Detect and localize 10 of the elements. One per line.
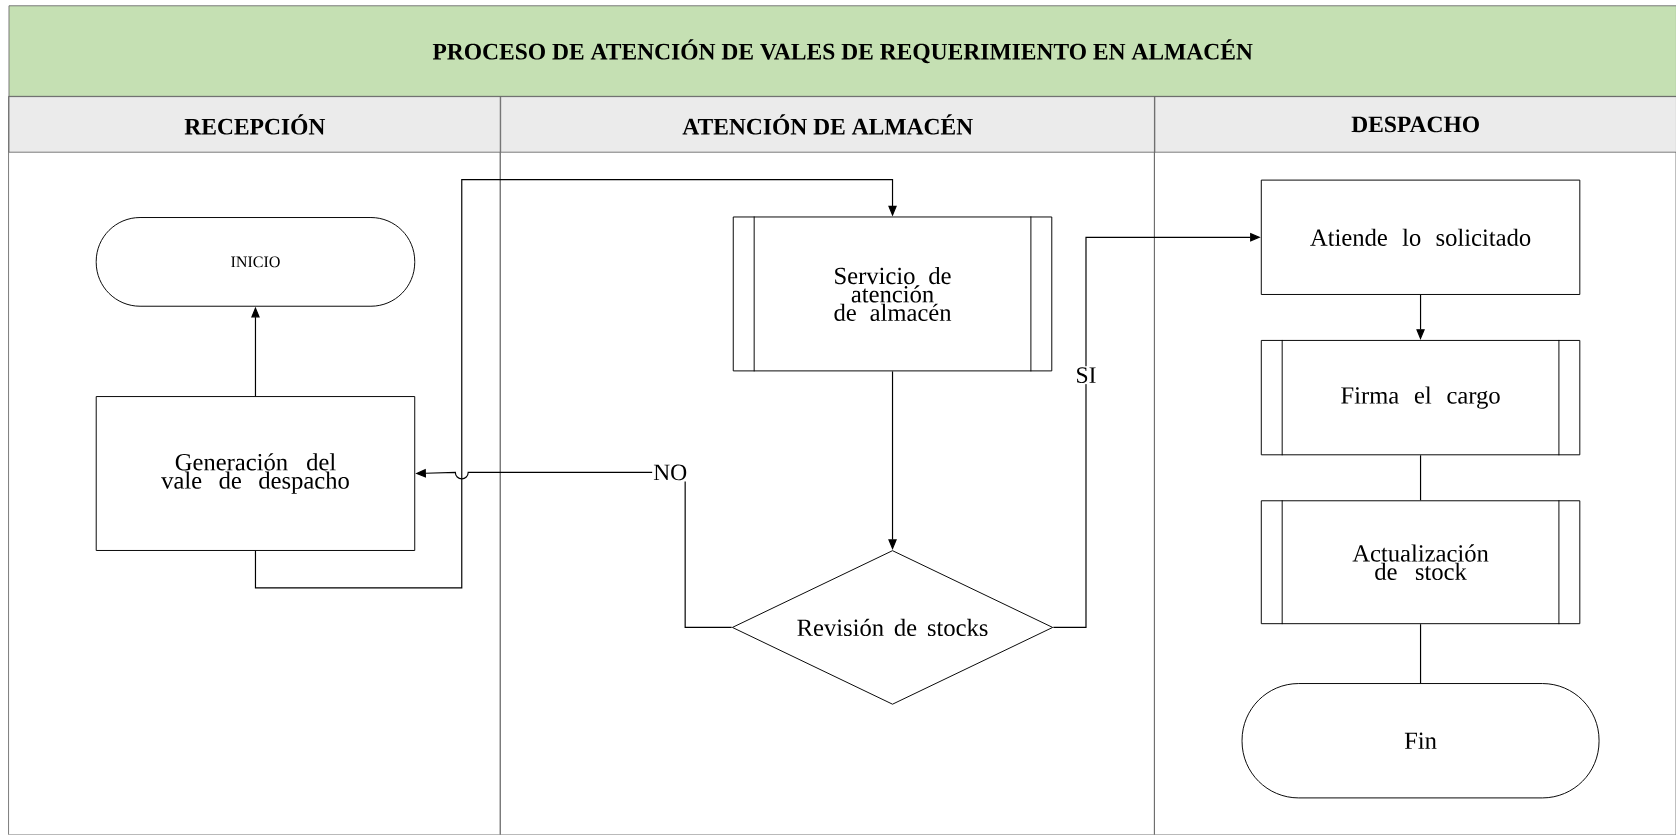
subprocess-box: Actualización de stock [1260, 499, 1581, 625]
edge-label: NO [652, 463, 689, 482]
subprocess-box: Servicio de atención de almacén [732, 216, 1053, 372]
arrow [1416, 294, 1425, 340]
process-box: Atiende lo solicitado [1260, 179, 1581, 296]
process-box: Generación del vale de despacho [95, 396, 416, 552]
arrow [254, 179, 897, 589]
subprocess-box: Firma el cargo [1260, 339, 1581, 456]
edge-label: SI [1074, 366, 1098, 385]
title-band: PROCESO DE ATENCIÓN DE VALES DE REQUERIMIENTO EN ALMACÉN [8, 5, 1676, 98]
